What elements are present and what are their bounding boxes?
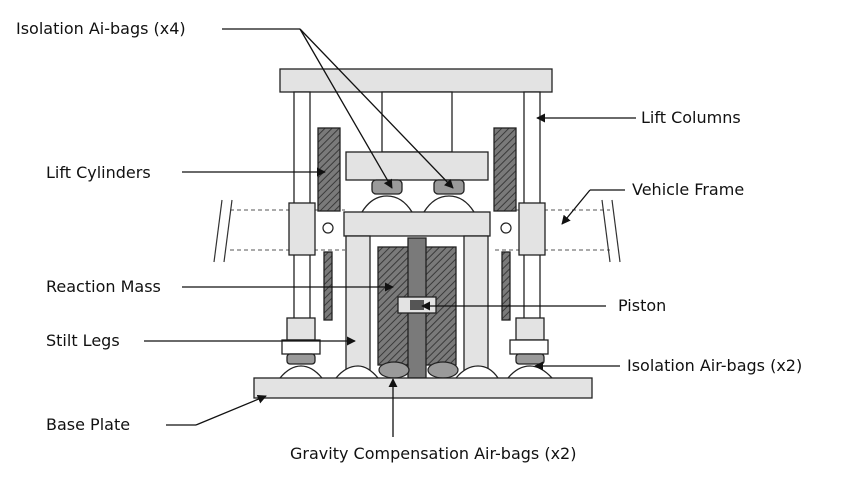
- pivot-left: [322, 222, 334, 234]
- stilt-leg-right-inner: [463, 235, 489, 379]
- label-stilt-legs: Stilt Legs: [46, 331, 120, 350]
- reaction-mass-top: [343, 211, 491, 237]
- upper-stem: [381, 91, 453, 153]
- label-isolation-air-bags: Isolation Air-bags (x2): [627, 356, 802, 375]
- label-lift-columns: Lift Columns: [641, 108, 741, 127]
- label-reaction-mass: Reaction Mass: [46, 277, 161, 296]
- stilt-foot-right: [455, 365, 499, 379]
- lift-rod-right: [501, 251, 511, 321]
- base-plate: [253, 377, 593, 399]
- lift-rod-left: [323, 251, 333, 321]
- vehicle-frame: [213, 199, 621, 263]
- column-sleeve-right: [518, 202, 546, 256]
- label-isolation-ai-bags: Isolation Ai-bags (x4): [16, 19, 186, 38]
- stilt-foot-left: [335, 365, 379, 379]
- column-sleeve-left: [288, 202, 316, 256]
- isolation-ai-bags: [361, 179, 475, 213]
- gravity-air-bag-left: [378, 361, 410, 379]
- piston-core: [410, 300, 424, 310]
- label-vehicle-frame: Vehicle Frame: [632, 180, 744, 199]
- pivot-right: [500, 222, 512, 234]
- label-gravity-compensation-air-bags: Gravity Compensation Air-bags (x2): [290, 444, 576, 463]
- lift-cylinder-right: [493, 127, 517, 212]
- lift-cylinder-left: [317, 127, 341, 212]
- label-lift-cylinders: Lift Cylinders: [46, 163, 151, 182]
- gravity-air-bag-right: [427, 361, 459, 379]
- stilt-leg-left-inner: [345, 235, 371, 379]
- upper-block: [345, 151, 489, 181]
- label-base-plate: Base Plate: [46, 415, 130, 434]
- label-piston: Piston: [618, 296, 666, 315]
- top-plate: [279, 68, 553, 93]
- leader-lines: [144, 28, 636, 437]
